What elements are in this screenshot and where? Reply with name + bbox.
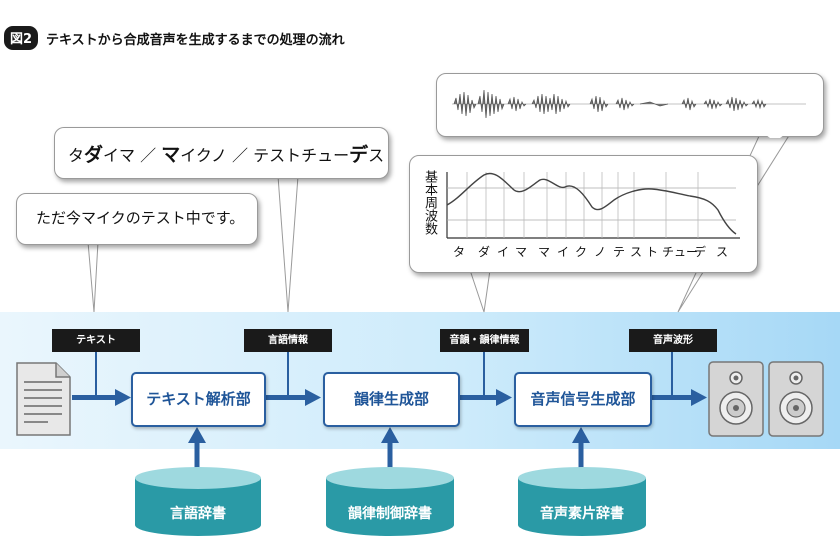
phoneme-label: デ bbox=[694, 245, 707, 259]
accent-phrase-text: タダイマ ／ マイクノ ／ テストチューデス bbox=[68, 140, 384, 167]
pitch-graph-ylabel: 基本周波数 bbox=[422, 170, 437, 235]
callout-waveform bbox=[436, 73, 824, 137]
accent-phrase-part: ス bbox=[368, 146, 385, 165]
phoneme-label: マ bbox=[538, 245, 551, 259]
input-sentence-text: ただ今マイクのテスト中です。 bbox=[36, 209, 245, 227]
dictionary-language: 言語辞書 bbox=[170, 506, 226, 522]
dictionary-speech-unit: 音声素片辞書 bbox=[540, 506, 624, 522]
callout-accent-phrase bbox=[54, 127, 389, 179]
accent-phrase-part: イマ ／ bbox=[103, 146, 162, 165]
process-signal-generation: 音声信号生成部 bbox=[514, 372, 652, 427]
process-prosody-generation: 韻律生成部 bbox=[323, 372, 460, 427]
phoneme-label: イ bbox=[557, 245, 570, 259]
phoneme-label: ス bbox=[630, 245, 643, 259]
tag-text: テキスト bbox=[52, 329, 140, 352]
phoneme-label: チュー bbox=[662, 245, 699, 259]
tag-waveform: 音声波形 bbox=[629, 329, 717, 352]
phoneme-label: ス bbox=[716, 245, 729, 259]
accent-nucleus: マ bbox=[161, 144, 181, 166]
tag-linguistic-info: 言語情報 bbox=[244, 329, 332, 352]
accent-phrase-part: タ bbox=[68, 146, 85, 165]
dictionary-prosody-control: 韻律制御辞書 bbox=[348, 506, 432, 522]
phoneme-label: ク bbox=[575, 245, 588, 259]
accent-phrase-part: イクノ ／ テストチュー bbox=[180, 146, 350, 165]
phoneme-label: ダ bbox=[478, 245, 491, 259]
phoneme-label: テ bbox=[613, 245, 626, 259]
phoneme-label: ト bbox=[646, 245, 659, 259]
phoneme-label: マ bbox=[515, 245, 528, 259]
accent-nucleus: ダ bbox=[84, 144, 104, 166]
phoneme-label: ノ bbox=[594, 245, 607, 259]
process-text-analysis: テキスト解析部 bbox=[131, 372, 266, 427]
tag-prosody-info: 音韻・韻律情報 bbox=[440, 329, 529, 352]
figure-title-text: テキストから合成音声を生成するまでの処理の流れ bbox=[46, 32, 345, 48]
figure-badge: 図2 bbox=[4, 26, 39, 50]
figure-title: 図2 テキストから合成音声を生成するまでの処理の流れ bbox=[4, 26, 345, 50]
accent-nucleus: デ bbox=[349, 144, 369, 166]
phoneme-label: タ bbox=[453, 245, 466, 259]
callout-input-sentence bbox=[16, 193, 258, 245]
phoneme-label: イ bbox=[497, 245, 510, 259]
